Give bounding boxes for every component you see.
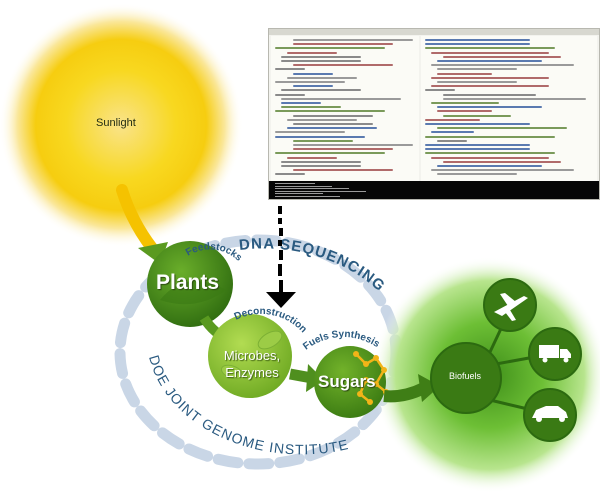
sugar-molecule-nodes bbox=[353, 351, 389, 405]
code-line bbox=[437, 139, 467, 142]
code-line bbox=[275, 131, 345, 134]
code-line bbox=[431, 131, 474, 134]
code-line bbox=[275, 173, 305, 176]
airplane-icon bbox=[494, 293, 528, 321]
code-line bbox=[425, 123, 530, 125]
biofuels-label: Biofuels bbox=[449, 371, 482, 381]
sugars-label: Sugars bbox=[318, 372, 376, 391]
code-pane-left bbox=[271, 36, 419, 181]
microbe-cell bbox=[257, 330, 283, 350]
code-toolbar bbox=[269, 29, 599, 35]
code-line bbox=[437, 72, 492, 75]
code-line bbox=[287, 156, 337, 159]
code-line bbox=[287, 76, 357, 79]
code-line bbox=[281, 165, 361, 167]
code-line bbox=[431, 156, 549, 159]
code-line bbox=[275, 81, 345, 83]
code-line bbox=[443, 160, 561, 163]
code-line bbox=[281, 55, 361, 58]
code-line bbox=[425, 144, 530, 146]
code-line bbox=[443, 93, 536, 96]
code-line bbox=[443, 55, 561, 58]
code-line bbox=[287, 51, 337, 54]
code-line bbox=[275, 68, 305, 71]
code-pane-right bbox=[421, 36, 597, 181]
code-line bbox=[437, 106, 542, 109]
code-line bbox=[425, 152, 555, 155]
terminal-pane bbox=[269, 181, 599, 199]
code-line bbox=[287, 127, 377, 130]
code-line bbox=[275, 93, 305, 96]
code-line bbox=[281, 160, 361, 163]
code-line bbox=[425, 118, 480, 121]
sequencing-arrow bbox=[266, 206, 296, 308]
code-line bbox=[437, 60, 542, 62]
code-line bbox=[437, 68, 517, 71]
code-line bbox=[293, 64, 393, 67]
sunlight-label: Sunlight bbox=[96, 117, 136, 129]
code-line bbox=[425, 148, 530, 151]
code-line bbox=[437, 173, 517, 176]
leaf-shape bbox=[160, 281, 226, 305]
terminal-line bbox=[275, 183, 315, 184]
code-line bbox=[293, 114, 373, 117]
code-line bbox=[425, 89, 455, 92]
code-line bbox=[443, 97, 586, 100]
code-line bbox=[437, 127, 567, 130]
code-line bbox=[275, 110, 385, 113]
car-icon bbox=[532, 406, 568, 422]
code-line bbox=[425, 135, 555, 138]
code-line bbox=[431, 51, 549, 54]
code-line bbox=[425, 47, 555, 50]
code-line bbox=[425, 43, 530, 46]
sun-to-plants-arrow bbox=[116, 184, 158, 254]
code-line bbox=[443, 114, 511, 117]
code-line bbox=[437, 110, 492, 113]
microbe-cell bbox=[220, 364, 244, 380]
code-line bbox=[425, 39, 530, 41]
code-line bbox=[431, 76, 549, 79]
code-line bbox=[293, 43, 393, 46]
code-line bbox=[431, 169, 574, 172]
code-line bbox=[281, 60, 361, 62]
terminal-line bbox=[275, 190, 366, 192]
code-line bbox=[437, 165, 542, 167]
code-line bbox=[293, 169, 393, 172]
code-line bbox=[281, 89, 361, 92]
code-line bbox=[293, 72, 333, 75]
code-screenshot bbox=[268, 28, 600, 200]
truck-icon bbox=[539, 345, 571, 363]
code-line bbox=[293, 39, 413, 41]
code-line bbox=[293, 148, 393, 151]
code-line bbox=[431, 64, 574, 67]
code-line bbox=[287, 118, 357, 121]
terminal-line bbox=[275, 188, 349, 190]
biofuels-node bbox=[430, 342, 502, 414]
microbes-label: Microbes, Enzymes bbox=[223, 348, 281, 380]
code-line bbox=[275, 47, 385, 50]
sugars-arrow-head bbox=[418, 374, 440, 402]
code-line bbox=[431, 102, 499, 104]
code-line bbox=[281, 97, 401, 100]
code-line bbox=[275, 152, 385, 155]
code-line bbox=[293, 85, 333, 88]
code-line bbox=[293, 123, 373, 125]
code-line bbox=[275, 135, 365, 138]
code-line bbox=[431, 85, 549, 88]
terminal-line bbox=[275, 193, 323, 195]
code-line bbox=[281, 102, 321, 104]
code-line bbox=[281, 106, 341, 109]
terminal-line bbox=[275, 185, 332, 187]
code-line bbox=[293, 144, 413, 146]
plants-label: Plants bbox=[156, 271, 220, 294]
terminal-line bbox=[275, 196, 340, 197]
code-line bbox=[437, 81, 517, 83]
sun-glow bbox=[0, 3, 243, 247]
code-line bbox=[293, 139, 353, 142]
